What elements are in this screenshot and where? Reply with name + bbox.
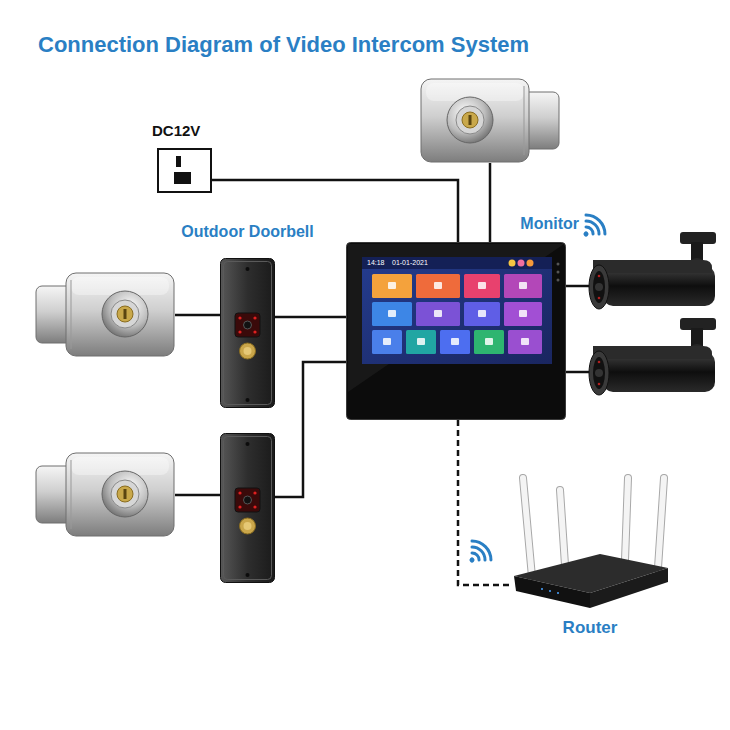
security-camera: [589, 232, 716, 309]
wifi-symbol: [582, 230, 589, 237]
door-lock: [36, 273, 174, 356]
router-shape: [512, 468, 672, 612]
power-socket-shape: [157, 148, 212, 193]
wire: [175, 314, 220, 317]
wifi-symbol: [472, 537, 495, 560]
wire: [175, 494, 220, 497]
wire: [275, 362, 346, 497]
wifi-symbol: [586, 225, 595, 234]
screen-text: 14:18: [367, 259, 385, 266]
power-socket-label: DC12V: [152, 122, 200, 140]
wifi-symbol: [586, 211, 609, 234]
diagram-title: Connection Diagram of Video Intercom Sys…: [38, 32, 529, 58]
outdoor-doorbell-label: Outdoor Doorbell: [181, 222, 313, 241]
monitor-label: Monitor: [520, 214, 579, 233]
monitor-shape: [346, 242, 566, 420]
security-camera: [589, 232, 716, 395]
power-socket-shape: [158, 149, 211, 192]
router: Router: [505, 465, 675, 645]
wifi-symbol: [468, 556, 475, 563]
screen-text: 01-01-2021: [392, 259, 428, 266]
wire: [566, 371, 589, 374]
doorbell-unit: [221, 434, 275, 583]
wifi-symbol: [472, 551, 481, 560]
power-socket: DC12V: [148, 122, 216, 194]
router-label: Router: [563, 618, 618, 638]
wire: [566, 285, 589, 288]
wire: [489, 163, 492, 242]
outdoor-doorbell: Outdoor Doorbell: [160, 222, 335, 410]
cable: [275, 316, 346, 319]
security-camera: [589, 318, 716, 395]
cable: [458, 420, 512, 585]
wifi-symbol: [575, 211, 609, 245]
monitor-shape: [347, 243, 566, 420]
router-shape: [514, 478, 668, 608]
wifi-symbol: [461, 537, 495, 571]
doorbell-unit: [221, 434, 275, 583]
monitor: Monitor: [346, 212, 580, 422]
door-lock: [421, 79, 559, 162]
wire: [175, 163, 589, 497]
outdoor-doorbell-shape: [221, 259, 275, 408]
outdoor-doorbell-shape: [220, 258, 275, 408]
door-lock: [36, 453, 174, 536]
